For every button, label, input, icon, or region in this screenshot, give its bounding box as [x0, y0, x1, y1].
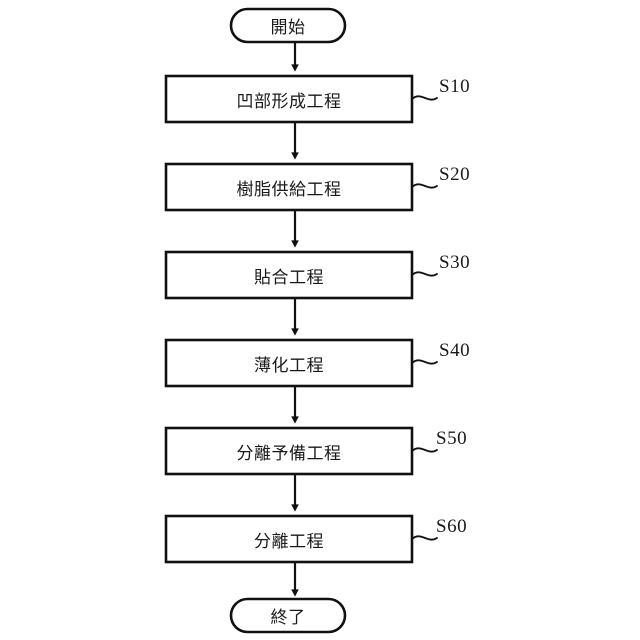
step-code-s40: S40	[439, 340, 471, 361]
step-code-s10: S10	[439, 76, 471, 97]
leader-line-s30	[411, 271, 438, 277]
step-box-s50	[164, 426, 414, 476]
step-box-s10	[164, 74, 414, 124]
leader-line-s10	[411, 95, 438, 101]
step-code-s60: S60	[436, 516, 468, 537]
leader-line-s20	[411, 183, 438, 189]
leader-line-s60	[411, 535, 438, 541]
step-box-s30	[164, 250, 414, 300]
step-box-s60	[164, 514, 414, 564]
start-terminal-shape	[229, 7, 347, 44]
step-box-s40	[164, 338, 414, 388]
leader-line-s50	[411, 447, 438, 453]
step-box-s20	[164, 162, 414, 212]
leader-line-s40	[411, 359, 438, 365]
step-code-s50: S50	[436, 428, 468, 449]
step-code-s30: S30	[439, 252, 471, 273]
step-code-s20: S20	[439, 164, 471, 185]
end-terminal-shape	[229, 597, 347, 634]
